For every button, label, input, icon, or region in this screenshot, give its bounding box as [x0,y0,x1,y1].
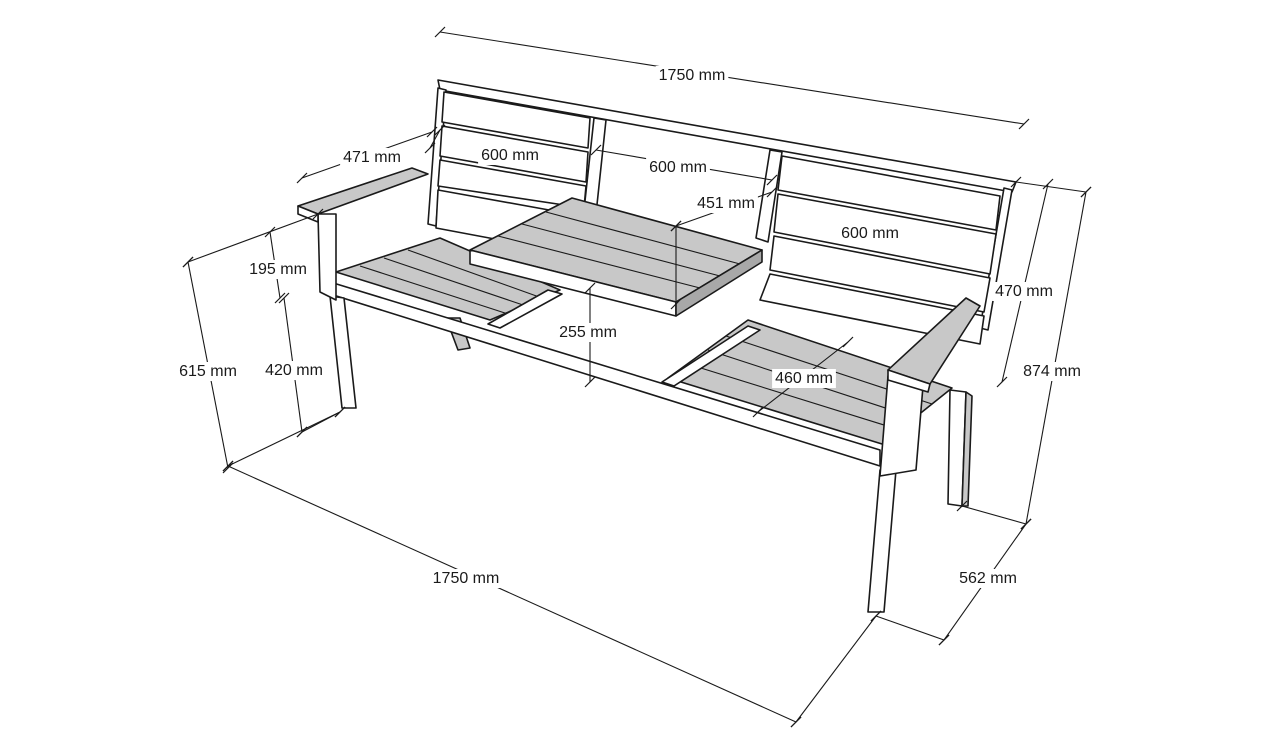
dim-line-back-height-ext [961,505,1027,525]
dim-tick [766,186,778,198]
dim-tick [222,460,234,472]
dim-table-depth: 451 mm [697,195,755,212]
dim-armrest-depth: 471 mm [343,149,401,166]
dim-label-background [992,282,1056,301]
dim-tick [1010,176,1022,188]
dim-tick [1020,518,1032,530]
dim-tick [434,124,446,136]
dim-line-top-width [439,31,1025,125]
dim-overall-height: 874 mm [1023,363,1081,380]
dim-label-background [429,569,503,588]
dim-overall-depth: 562 mm [959,570,1017,587]
left-armrest-top [297,167,429,215]
dim-tick [670,220,682,232]
dim-tick [584,376,596,388]
dim-line-overall-height-ext [1015,181,1087,193]
dim-label-background [772,369,836,388]
dim-line-arm-height-ext [187,213,319,263]
center-back-post-right [755,149,783,243]
dim-table-height: 255 mm [559,324,617,341]
dim-label-background [646,158,710,177]
middle-cross-brace [661,325,761,387]
dim-label-background [176,362,240,381]
dim-seat-depth: 460 mm [775,370,833,387]
left-seat [335,237,561,321]
dim-line-overall-height [1025,191,1087,525]
dim-left-back-slat: 600 mm [481,147,539,164]
dim-tick [334,406,346,418]
dim-label-background [262,361,326,380]
dim-tick [424,142,436,154]
dim-line-overall-depth-ext [875,615,945,641]
dim-line-bottom-width-ext-left [227,411,341,467]
dim-label-background [694,194,758,213]
dim-tick [956,500,968,512]
dim-label-background [1020,362,1084,381]
dim-tick [426,126,438,138]
dim-tick [278,292,290,304]
dim-tick [584,282,596,294]
dim-back-height: 470 mm [995,283,1053,300]
dim-top-width: 1750 mm [659,67,726,84]
right-armrest-front [887,369,931,393]
dim-label-background [556,323,620,342]
dim-tick [790,716,802,728]
dim-tick [870,610,882,622]
dim-tick [938,634,950,646]
dim-tick [590,144,602,156]
dim-line-left-back-slat [429,129,441,149]
dim-label-background [478,146,542,165]
dim-arm-above-seat: 195 mm [249,261,307,278]
table-side-edge [675,249,763,317]
dim-right-back-slat: 600 mm [841,225,899,242]
front-right-leg [867,469,897,613]
dim-tick [996,376,1008,388]
dim-tick [274,292,286,304]
dimension-labels: 1750 mm 471 mm 600 mm 600 mm 451 mm 600 … [176,66,1084,588]
dim-tick [182,256,194,268]
right-back-slat [769,235,991,313]
left-arm-support [317,213,337,301]
dim-tick [1080,186,1092,198]
back-right-leg-side [961,391,973,507]
dim-label-background [246,260,310,279]
dim-tick [1018,118,1030,130]
dim-tick [670,298,682,310]
dim-label-background [956,569,1020,588]
dim-label-background [655,66,729,85]
dim-tick [1042,178,1054,190]
left-armrest-front [297,205,319,223]
dim-line-bottom-width [227,465,797,723]
middle-cross-brace [487,289,563,329]
right-back-slat [777,155,1001,231]
dim-tick [766,174,778,186]
front-left-leg [329,295,357,409]
right-back-slat [759,273,985,345]
dim-label-background [838,224,902,243]
dim-line-bottom-width-ext-right [795,615,877,723]
dim-tick [434,26,446,38]
dim-tick [296,172,308,184]
dim-tick [752,406,764,418]
dim-label-background [340,148,404,167]
dim-tick [312,208,324,220]
left-back-slat [441,91,591,149]
dim-arm-height: 615 mm [179,363,237,380]
dim-middle-gap: 600 mm [649,159,707,176]
dim-seat-height: 420 mm [265,362,323,379]
dim-bottom-width: 1750 mm [433,570,500,587]
dim-tick [842,336,854,348]
